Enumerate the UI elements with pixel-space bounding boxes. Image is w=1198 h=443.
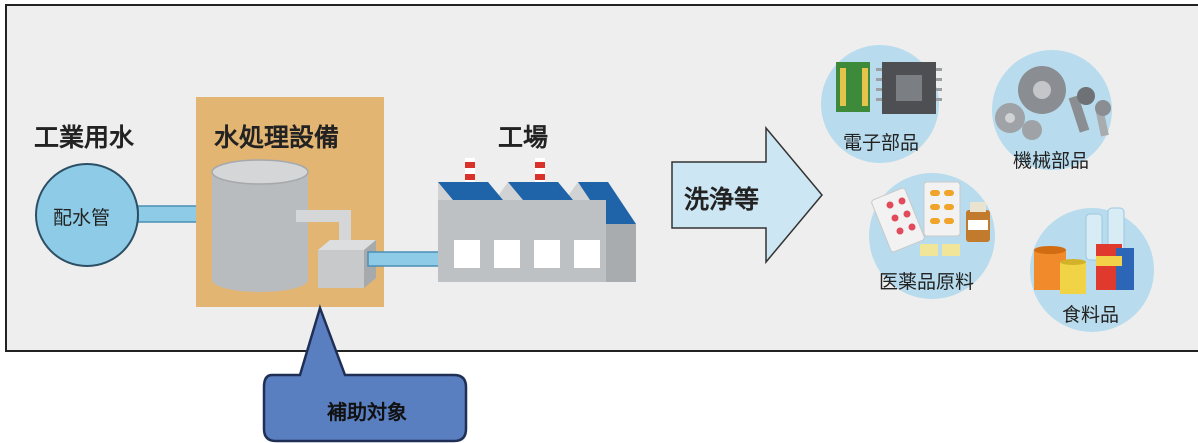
factory-building [438, 158, 636, 282]
water-tank [211, 159, 309, 292]
gears-screws-icon [995, 66, 1111, 140]
pills-icon [871, 181, 990, 256]
food-cans-icon [1034, 207, 1134, 294]
tank-pipe [296, 210, 351, 250]
microchip-icon [836, 62, 942, 114]
product-label-machine-parts: 機械部品 [1013, 150, 1090, 172]
product-label-pharma-materials: 医薬品原料 [879, 271, 975, 293]
pipe-inlet [137, 205, 201, 223]
subsidy-target-label: 補助対象 [327, 400, 407, 424]
washing-arrow [671, 125, 823, 265]
product-label-food: 食料品 [1062, 304, 1120, 326]
factory-label: 工場 [498, 123, 549, 152]
pipe-outlet [367, 251, 445, 267]
water-treatment-label: 水処理設備 [214, 123, 340, 152]
distribution-pipe-circle [35, 163, 139, 267]
industrial-water-label: 工業用水 [34, 123, 135, 152]
product-label-electronic-parts: 電子部品 [843, 132, 920, 154]
distribution-pipe-label: 配水管 [53, 207, 111, 229]
subsidy-callout-shape [262, 304, 468, 443]
washing-label: 洗浄等 [684, 185, 760, 214]
